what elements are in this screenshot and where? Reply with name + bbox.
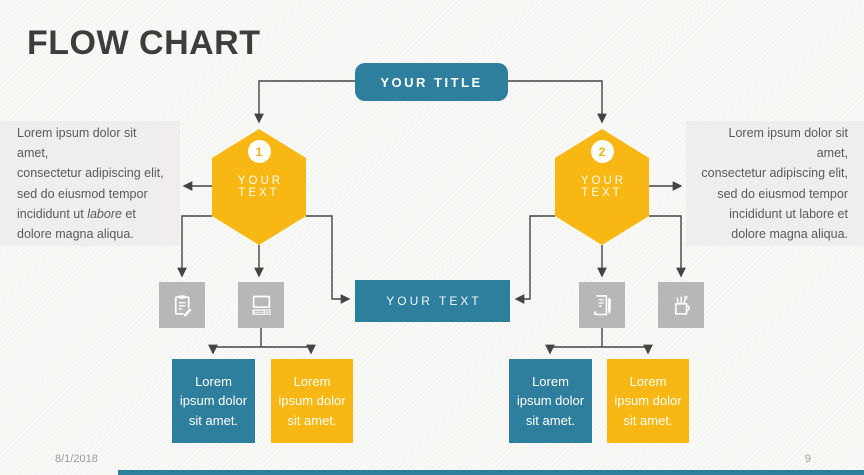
note-right: Lorem ipsum dolor sit amet, consectetur … (686, 121, 864, 246)
note-left-italic-word: labore (87, 206, 122, 221)
clipboard-icon (169, 292, 196, 319)
center-node-label: YOUR TEXT (386, 294, 482, 308)
hexagon-node-1: 1 YOUR TEXT (212, 129, 306, 245)
page-title: FLOW CHART (27, 24, 261, 62)
icon-box-document (579, 282, 625, 328)
computer-icon (248, 292, 275, 319)
leaf-box-3: Lorem ipsum dolor sit amet. (509, 359, 592, 443)
hexagon-node-2: 2 YOUR TEXT (555, 129, 649, 245)
hexagon-2-number-badge: 2 (590, 140, 614, 163)
leaf-box-1: Lorem ipsum dolor sit amet. (172, 359, 255, 443)
document-icon (589, 292, 616, 319)
icon-box-computer (238, 282, 284, 328)
title-node: YOUR TITLE (355, 63, 508, 101)
icon-box-pencil-cup (658, 282, 704, 328)
title-node-label: YOUR TITLE (380, 74, 483, 90)
leaf-box-2: Lorem ipsum dolor sit amet. (271, 359, 353, 443)
footer-accent-bar (118, 470, 864, 475)
note-left-text: Lorem ipsum dolor sit amet, consectetur … (17, 125, 164, 241)
pencil-cup-icon (668, 292, 695, 319)
leaf-box-4: Lorem ipsum dolor sit amet. (607, 359, 689, 443)
footer-page-number: 9 (804, 453, 811, 465)
footer-date: 8/1/2018 (55, 453, 98, 465)
hexagon-2-label: YOUR TEXT (580, 175, 627, 199)
note-right-text: Lorem ipsum dolor sit amet, consectetur … (701, 125, 848, 241)
icon-box-clipboard (159, 282, 205, 328)
hexagon-1-number-badge: 1 (247, 140, 271, 163)
hexagon-1-label: YOUR TEXT (237, 175, 284, 199)
center-node: YOUR TEXT (355, 280, 510, 322)
note-left: Lorem ipsum dolor sit amet, consectetur … (0, 121, 180, 246)
